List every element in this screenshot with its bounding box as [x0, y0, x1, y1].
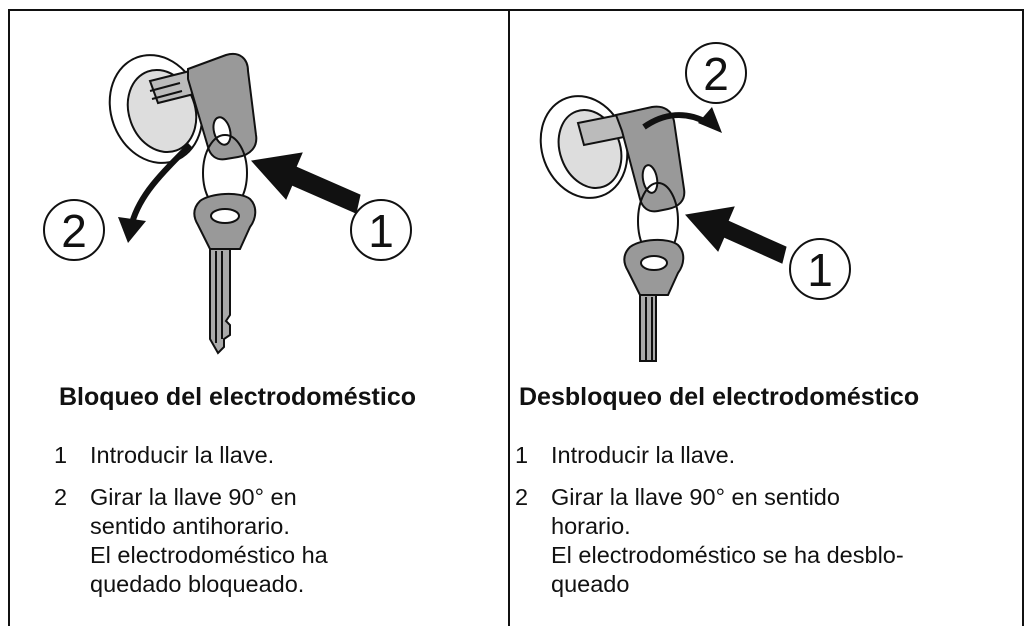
step-text-line-2: horario.: [551, 513, 631, 539]
step-result-line-1: El electrodoméstico se ha desblo-: [551, 542, 904, 568]
step-number: 2: [54, 484, 68, 510]
list-item: 2 Girar la llave 90° en sentido antihora…: [54, 483, 330, 599]
step-number: 1: [54, 442, 68, 468]
step-text: Introducir la llave.: [551, 442, 736, 468]
step-text: Girar la llave 90° en sentido antihorari…: [90, 484, 297, 539]
hanging-key-icon: [623, 239, 685, 362]
unlock-heading: Desbloqueo del electrodoméstico: [519, 383, 920, 411]
callout-2: [685, 42, 747, 104]
step-result-line-2: queado: [551, 571, 630, 597]
lock-cylinder-icon: [539, 95, 629, 199]
table-right-border: [1022, 9, 1024, 626]
lock-heading: Bloqueo del electrodoméstico: [59, 383, 417, 411]
unlock-steps: 1 Introducir la llave. 2 Girar la llave …: [515, 441, 904, 612]
lock-key-illustration: 1 2: [43, 53, 412, 355]
push-arrow-icon: [251, 152, 361, 214]
table-column-divider: [508, 9, 510, 626]
hanging-key-icon: [193, 193, 257, 355]
list-item: 2 Girar la llave 90° en sentido horario.…: [515, 483, 904, 599]
lock-steps: 1 Introducir la llave. 2 Girar la llave …: [54, 441, 330, 612]
callout-1-label: 1: [807, 244, 833, 296]
table-top-border: [8, 9, 1024, 11]
callout-2: [43, 199, 105, 261]
unlock-key-illustration: 1 2: [539, 42, 851, 362]
callout-2-label: 2: [703, 48, 729, 100]
push-arrow-icon: [685, 206, 787, 264]
list-item: 1 Introducir la llave.: [54, 441, 330, 470]
step-text: Introducir la llave.: [90, 442, 275, 468]
callout-1: [350, 199, 412, 261]
rotate-ccw-arrow-icon: [129, 142, 193, 224]
callout-2-label: 2: [61, 205, 87, 257]
step-result: El electrodoméstico ha quedado bloqueado…: [90, 542, 328, 597]
lock-panel: 1 2 Bloqueo del electrodoméstico 1 Intro…: [10, 11, 508, 626]
callout-1: [789, 238, 851, 300]
step-number: 1: [515, 442, 529, 468]
list-item: 1 Introducir la llave.: [515, 441, 904, 470]
table-left-border: [8, 9, 10, 626]
unlock-panel: 1 2 Desbloqueo del electrodoméstico 1 In…: [510, 11, 1022, 626]
step-number: 2: [515, 484, 529, 510]
callout-1-label: 1: [368, 205, 394, 257]
step-text-line-1: Girar la llave 90° en sentido: [551, 484, 840, 510]
inserted-key-icon: [576, 105, 686, 213]
inserted-key-icon: [148, 53, 258, 161]
